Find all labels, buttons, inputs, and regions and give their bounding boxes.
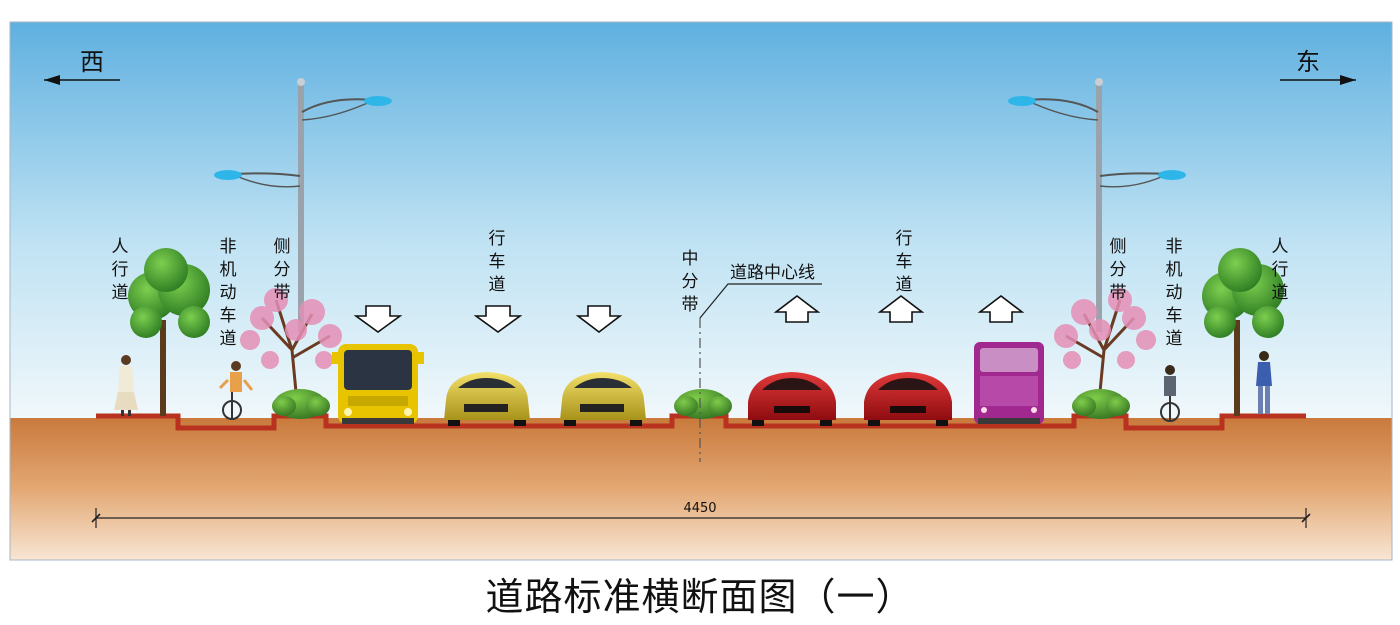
label-bike-lane-left: 非机动车道	[220, 237, 237, 349]
ground	[10, 418, 1392, 560]
dimension-value: 4450	[683, 501, 716, 516]
arrow-down-icon	[575, 305, 623, 334]
blossom-tree-icon	[1054, 288, 1156, 393]
car-icon	[748, 372, 836, 426]
shrub-icon	[674, 389, 732, 419]
arrow-down-icon	[473, 305, 523, 333]
street-lamp-icon	[1008, 78, 1186, 332]
label-bike-lane-right: 非机动车道	[1166, 237, 1183, 349]
car-icon	[864, 372, 952, 426]
east-direction: 东	[1280, 48, 1356, 85]
shrub-icon	[1072, 389, 1130, 419]
sky-background	[9, 21, 1393, 421]
tree-icon	[128, 248, 210, 416]
arrow-up-icon	[877, 294, 925, 323]
shrub-icon	[272, 389, 330, 419]
label-sidewalk-right: 人行道	[1272, 237, 1289, 303]
west-label: 西	[80, 48, 104, 76]
bus-icon	[974, 342, 1044, 424]
blossom-tree-icon	[240, 288, 342, 393]
arrow-up-icon	[773, 294, 821, 323]
street-lamp-icon	[214, 78, 392, 332]
bus-icon	[332, 344, 424, 424]
arrow-right-icon	[1340, 75, 1356, 85]
dimension-line: 4450	[91, 501, 1311, 528]
car-icon	[444, 372, 530, 426]
tree-icon	[1202, 248, 1284, 416]
label-side-divider-right: 侧分带	[1110, 237, 1127, 303]
east-label: 东	[1296, 48, 1320, 76]
label-centerline: 道路中心线	[730, 263, 815, 283]
west-direction: 西	[44, 48, 120, 85]
pedestrian-icon	[114, 355, 138, 416]
label-sidewalk-left: 人行道	[112, 237, 129, 303]
label-median: 中分带	[682, 249, 699, 315]
centerline-leader	[699, 283, 822, 319]
cyclist-icon	[218, 361, 254, 420]
arrow-up-icon	[977, 294, 1025, 323]
pedestrian-icon	[1256, 351, 1272, 414]
arrow-left-icon	[44, 75, 60, 85]
label-side-divider-left: 侧分带	[274, 237, 291, 303]
arrow-down-icon	[353, 305, 403, 333]
cyclist-icon	[1160, 365, 1180, 422]
diagram-caption: 道路标准横断面图（一）	[485, 575, 915, 619]
car-icon	[560, 372, 646, 426]
label-carriageway-right: 行车道	[896, 229, 913, 295]
label-carriageway-left: 行车道	[489, 229, 506, 295]
